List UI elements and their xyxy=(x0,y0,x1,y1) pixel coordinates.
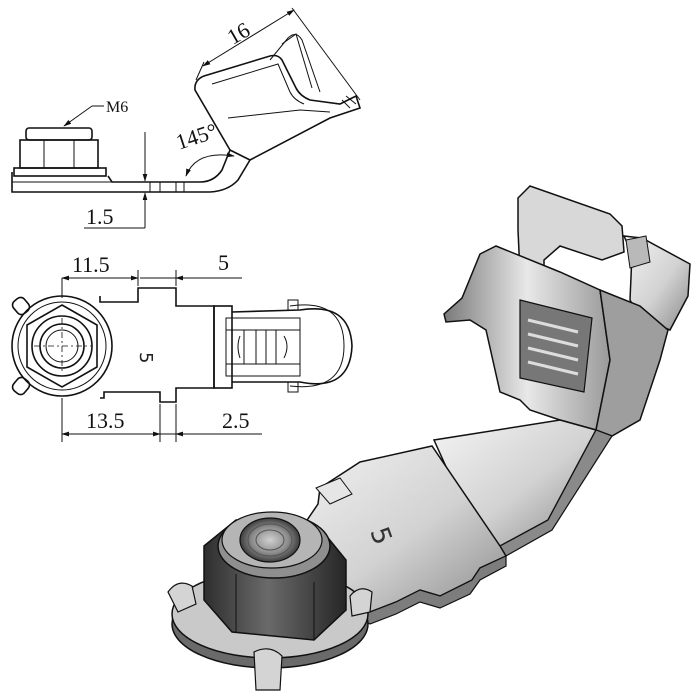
length-dimension: 16 xyxy=(195,7,361,101)
dimension-11-5: 11.5 xyxy=(61,252,139,298)
side-view-plate xyxy=(11,148,252,193)
dimension-13-5: 13.5 xyxy=(61,398,161,442)
iso-nut-assembly xyxy=(167,511,373,691)
side-view-nut xyxy=(13,127,107,177)
thickness-dimension-label: 1.5 xyxy=(86,204,114,229)
side-view: M6 16 145° 1.5 xyxy=(11,7,362,229)
top-view-body: 5 xyxy=(99,287,215,403)
top-view-part-mark: 5 xyxy=(135,352,156,363)
dimension-2-5: 2.5 xyxy=(160,404,262,442)
top-view-receptacle xyxy=(213,299,353,393)
dimension-5: 5 xyxy=(140,250,242,286)
thickness-dimension: 1.5 xyxy=(84,132,148,229)
angle-dimension: 145° xyxy=(173,118,235,177)
dimension-2-5-label: 2.5 xyxy=(222,408,250,433)
dimension-13-5-label: 13.5 xyxy=(86,408,125,433)
iso-receptacle xyxy=(432,185,691,557)
thread-callout: M6 xyxy=(63,99,128,127)
angle-dimension-label: 145° xyxy=(173,118,220,155)
top-view: 5 11.5 5 xyxy=(11,250,353,442)
top-view-flange xyxy=(11,295,113,397)
dimension-5-label: 5 xyxy=(218,250,229,275)
thread-callout-label: M6 xyxy=(106,99,128,116)
length-dimension-label: 16 xyxy=(223,17,255,50)
dimension-11-5-label: 11.5 xyxy=(72,252,110,277)
iso-view: 5 xyxy=(167,185,691,691)
